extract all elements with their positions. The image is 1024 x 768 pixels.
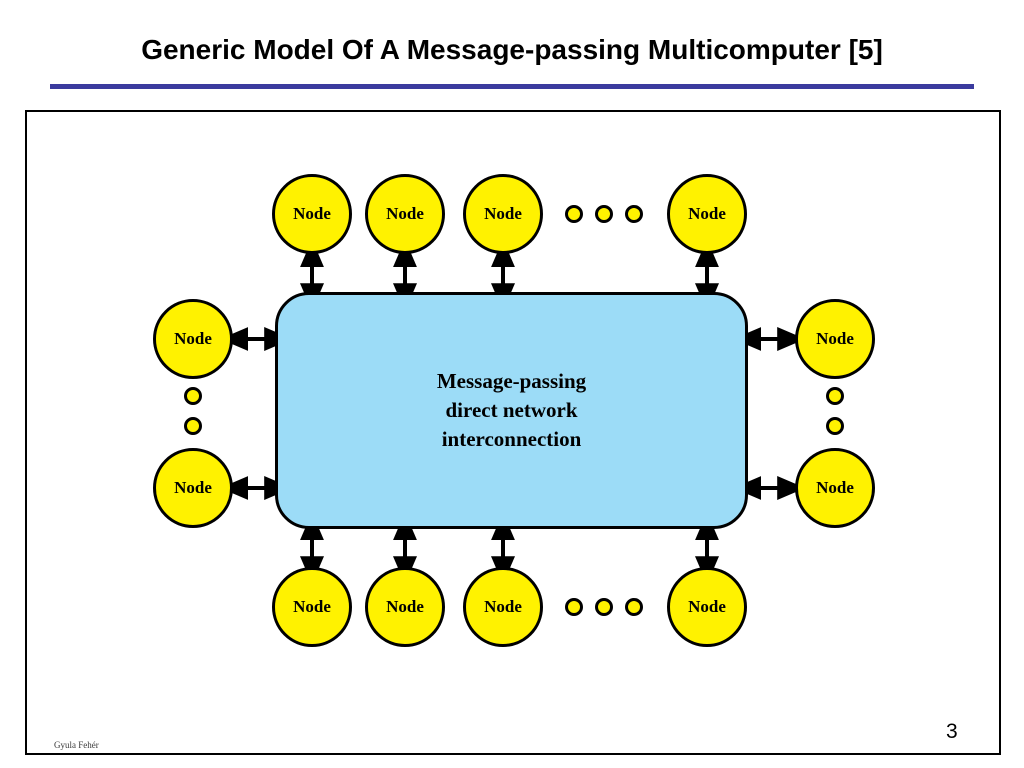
content-frame: Message-passing direct network interconn…: [25, 110, 1001, 755]
node-label: Node: [386, 204, 424, 223]
left-connector-arrows: [220, 327, 293, 500]
top-connector-arrows: [300, 239, 719, 312]
ellipsis-dot-bottom-1: [565, 598, 583, 616]
node-label: Node: [484, 597, 522, 616]
interconnection-network-label: Message-passing direct network interconn…: [436, 369, 587, 451]
ellipsis-dot-bottom-2: [595, 598, 613, 616]
bottom-connector-arrows: [300, 512, 719, 585]
node-label: Node: [484, 204, 522, 223]
node-right-1[interactable]: Node: [795, 299, 875, 379]
ellipsis-dot-bottom-3: [625, 598, 643, 616]
ellipsis-dot-left-2: [184, 417, 202, 435]
node-top-2[interactable]: Node: [365, 174, 445, 254]
node-label: Node: [816, 329, 854, 348]
node-label: Node: [174, 329, 212, 348]
node-label: Node: [688, 597, 726, 616]
node-top-4[interactable]: Node: [667, 174, 747, 254]
node-right-2[interactable]: Node: [795, 448, 875, 528]
page-number: 3: [946, 720, 958, 743]
node-label: Node: [174, 478, 212, 497]
ellipsis-dot-left-1: [184, 387, 202, 405]
node-left-1[interactable]: Node: [153, 299, 233, 379]
node-top-1[interactable]: Node: [272, 174, 352, 254]
ellipsis-dot-top-3: [625, 205, 643, 223]
ellipsis-dot-right-2: [826, 417, 844, 435]
node-label: Node: [816, 478, 854, 497]
interconnection-network-box[interactable]: Message-passing direct network interconn…: [275, 292, 748, 529]
node-bottom-1[interactable]: Node: [272, 567, 352, 647]
ellipsis-dot-top-2: [595, 205, 613, 223]
node-label: Node: [293, 597, 331, 616]
node-bottom-3[interactable]: Node: [463, 567, 543, 647]
page-title: Generic Model Of A Message-passing Multi…: [141, 34, 883, 65]
node-label: Node: [386, 597, 424, 616]
ellipsis-dot-top-1: [565, 205, 583, 223]
node-bottom-2[interactable]: Node: [365, 567, 445, 647]
node-bottom-4[interactable]: Node: [667, 567, 747, 647]
node-left-2[interactable]: Node: [153, 448, 233, 528]
ellipsis-dot-right-1: [826, 387, 844, 405]
right-connector-arrows: [733, 327, 806, 500]
footer-author: Gyula Fehér: [54, 740, 99, 750]
node-top-3[interactable]: Node: [463, 174, 543, 254]
multicomputer-diagram: [220, 239, 806, 585]
title-underline-rule: [50, 84, 974, 89]
node-label: Node: [293, 204, 331, 223]
node-label: Node: [688, 204, 726, 223]
